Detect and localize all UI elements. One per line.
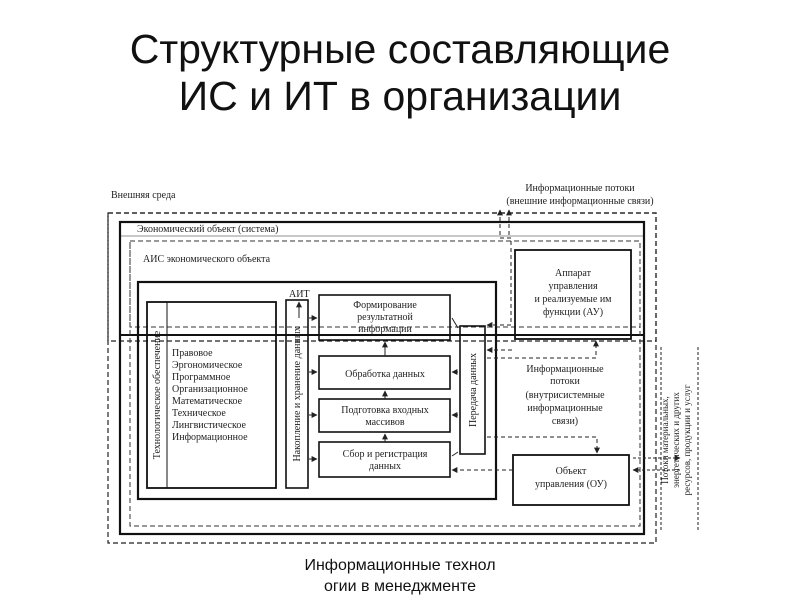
processing-label: Обработка данных <box>345 369 425 380</box>
form-results-box <box>318 294 451 341</box>
flow-transfer-to-managed <box>487 436 600 454</box>
resource-flows-line-3: ресурсов, продукции и услуг <box>682 384 692 495</box>
caption-line-1: Информационные технол <box>304 557 496 574</box>
economic-object-outer <box>118 220 646 536</box>
storage-block <box>285 299 309 489</box>
storage-vertical-label: Накопление и хранение данных <box>292 326 303 461</box>
managed-object-box <box>512 454 630 506</box>
prep-input-line-1: Подготовка входных <box>341 405 429 416</box>
ais-label: АИС экономического объекта <box>143 254 271 265</box>
management-apparatus-box <box>514 249 632 340</box>
support-block <box>146 301 277 489</box>
transfer-block <box>459 325 486 455</box>
management-line-3: и реализуемые им <box>535 294 613 305</box>
internal-flows-line-3: (внутрисистемные <box>525 390 605 401</box>
arrow-transfer-collection <box>451 451 459 457</box>
form-results-line-1: Формирование <box>353 300 417 311</box>
collection-line-1: Сбор и регистрация <box>343 449 428 460</box>
external-env-outer <box>107 212 657 544</box>
managed-object-line-1: Объект <box>556 466 587 477</box>
slide-title: Структурные составляющие ИС и ИТ в орган… <box>0 26 800 120</box>
resource-flows-line-1: Потоки материальных, <box>660 396 670 484</box>
management-line-1: Аппарат <box>555 268 592 279</box>
external-flows-line-2: (внешние информационные связи) <box>506 196 653 207</box>
ait-label: АИТ <box>289 289 310 300</box>
flow-external <box>486 209 512 328</box>
support-item: Программное <box>172 372 231 383</box>
support-item: Эргономическое <box>172 360 243 371</box>
ais-outer <box>129 240 641 527</box>
management-line-2: управления <box>548 281 598 292</box>
arrow-results-to-transfer <box>451 317 459 329</box>
support-item: Правовое <box>172 348 213 359</box>
form-results-line-2: результатной <box>357 312 413 323</box>
ait-frame <box>136 280 498 501</box>
support-item: Информационное <box>172 432 248 443</box>
support-item: Организационное <box>172 384 248 395</box>
internal-flows-line-4: информационные <box>527 403 603 414</box>
economic-object-label: Экономический объект (система) <box>137 224 278 235</box>
support-item: Лингвистическое <box>172 420 246 431</box>
resource-flows-line-2: энергетических и других <box>671 392 681 488</box>
form-results-line-3: информации <box>358 324 412 335</box>
support-item: Математическое <box>172 396 243 407</box>
slide-caption: Информационные технол огии в менеджменте <box>0 555 800 597</box>
slide-title-line-1: Структурные составляющие <box>129 26 671 72</box>
management-line-4: функции (АУ) <box>543 307 603 318</box>
support-item: Техническое <box>172 408 226 419</box>
external-env-label: Внешняя среда <box>111 190 176 201</box>
managed-object-line-2: управления (ОУ) <box>535 479 607 490</box>
transfer-vertical-label: Передача данных <box>468 353 479 427</box>
slide-title-line-2: ИС и ИТ в организации <box>178 73 622 119</box>
support-vertical-label: Технологическое обеспечение <box>152 330 163 459</box>
internal-flows-line-2: потоки <box>550 376 580 387</box>
external-flows-line-1: Информационные потоки <box>525 183 635 194</box>
flow-transfer-up-management <box>487 340 599 359</box>
internal-flows-line-5: связи) <box>552 416 578 427</box>
internal-flows-line-1: Информационные <box>526 364 604 375</box>
caption-line-2: огии в менеджменте <box>323 578 477 595</box>
collection-line-2: данных <box>369 461 401 472</box>
prep-input-line-2: массивов <box>365 417 405 428</box>
